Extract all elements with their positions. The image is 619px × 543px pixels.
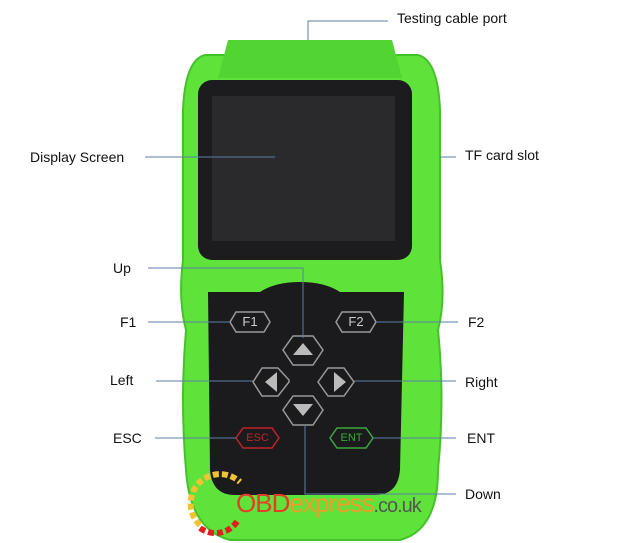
label-ent: ENT bbox=[467, 430, 495, 446]
label-f1: F1 bbox=[120, 314, 137, 330]
label-down: Down bbox=[465, 486, 501, 502]
watermark-brand-orange: express bbox=[289, 488, 374, 518]
label-tf-card-slot: TF card slot bbox=[465, 147, 539, 163]
watermark-suffix: .co.uk bbox=[373, 495, 421, 517]
esc-key[interactable]: ESC bbox=[246, 432, 269, 444]
keypad-panel bbox=[208, 282, 404, 495]
f1-key[interactable]: F1 bbox=[242, 314, 258, 329]
label-display-screen: Display Screen bbox=[30, 149, 125, 165]
label-testing-cable-port: Testing cable port bbox=[397, 10, 507, 26]
label-esc: ESC bbox=[113, 430, 142, 446]
up-arrow-icon bbox=[293, 343, 313, 355]
callout-line-cable-port bbox=[307, 20, 388, 40]
display-screen bbox=[212, 96, 395, 241]
label-right: Right bbox=[465, 374, 498, 390]
watermark-logo-icon bbox=[187, 471, 243, 528]
label-up: Up bbox=[113, 260, 131, 276]
watermark: OBDexpress.co.uk bbox=[236, 488, 422, 519]
f2-key-outline bbox=[335, 311, 377, 333]
f2-key[interactable]: F2 bbox=[348, 314, 364, 329]
watermark-brand-red: OBD bbox=[236, 488, 290, 518]
cable-port-cap bbox=[218, 40, 402, 78]
callout-line-up bbox=[148, 267, 304, 338]
label-left: Left bbox=[110, 372, 134, 388]
right-arrow-icon bbox=[334, 372, 346, 392]
ent-key[interactable]: ENT bbox=[340, 432, 363, 444]
callout-line-down bbox=[304, 425, 456, 495]
left-arrow-icon bbox=[265, 372, 277, 392]
ent-key-outline bbox=[329, 427, 374, 449]
down-arrow-icon bbox=[293, 404, 313, 416]
label-f2: F2 bbox=[468, 314, 485, 330]
